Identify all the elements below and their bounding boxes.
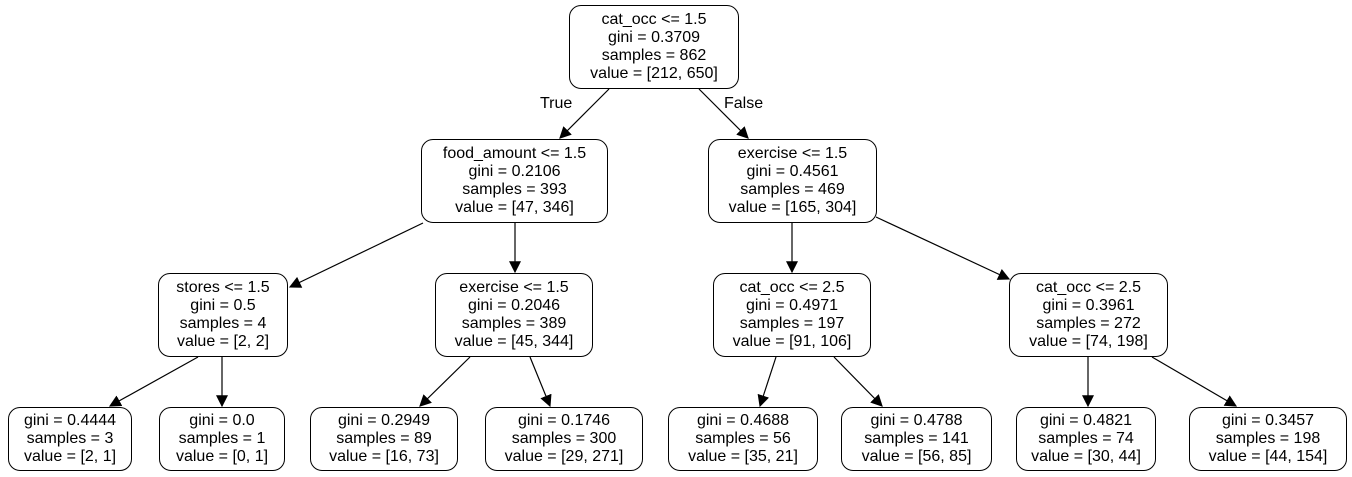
node-line: value = [16, 73]: [329, 448, 439, 465]
node-line: samples = 89: [336, 430, 432, 447]
node-line: gini = 0.1746: [517, 412, 611, 429]
node-line: gini = 0.4444: [23, 412, 117, 429]
tree-edge-arrow: [559, 88, 610, 139]
node-line: value = [0, 1]: [175, 448, 269, 465]
tree-edge-arrow: [757, 356, 777, 408]
tree-edge-arrow: [875, 216, 1011, 280]
tree-edge-arrow: [529, 356, 552, 408]
node-line: value = [47, 346]: [455, 199, 574, 216]
node-line: samples = 3: [26, 430, 114, 447]
node-line: samples = 272: [1036, 315, 1141, 332]
tree-edge-arrow: [288, 222, 424, 288]
node-line: value = [29, 271]: [504, 448, 624, 465]
node-line: value = [74, 198]: [1029, 333, 1148, 350]
node-line: cat_occ <= 2.5: [1036, 279, 1141, 296]
node-line: gini = 0.4821: [1039, 412, 1133, 429]
node-line: samples = 197: [739, 315, 845, 332]
node-line: value = [56, 85]: [861, 448, 972, 465]
node-line: gini = 0.4688: [696, 412, 790, 429]
tree-edge-arrow: [833, 356, 883, 407]
node-line: gini = 0.2949: [337, 412, 431, 429]
node-line: cat_occ <= 1.5: [601, 11, 707, 28]
node-line: gini = 0.2046: [467, 297, 561, 314]
node-line: samples = 74: [1038, 430, 1134, 447]
node-line: samples = 198: [1215, 430, 1321, 447]
tree-edge-arrow: [419, 356, 471, 407]
node-line: samples = 393: [462, 181, 567, 198]
tree-edge-arrow: [1151, 356, 1238, 407]
node-line: gini = 0.4788: [870, 412, 963, 429]
node-line: value = [165, 304]: [728, 199, 857, 216]
node-line: samples = 389: [461, 315, 567, 332]
tree-edge-arrow: [108, 356, 199, 407]
node-line: gini = 0.4561: [746, 163, 839, 180]
node-line: samples = 56: [695, 430, 791, 447]
node-line: value = [2, 1]: [23, 448, 117, 465]
node-line: gini = 0.3457: [1221, 412, 1315, 429]
node-line: gini = 0.5: [190, 297, 256, 314]
node-line: samples = 4: [179, 315, 267, 332]
node-line: exercise <= 1.5: [459, 279, 569, 296]
node-line: samples = 1: [178, 430, 266, 447]
node-line: samples = 862: [601, 47, 707, 64]
node-line: value = [35, 21]: [688, 448, 798, 465]
node-line: food_amount <= 1.5: [442, 145, 587, 162]
node-line: gini = 0.3709: [607, 29, 701, 46]
node-line: value = [212, 650]: [590, 65, 718, 82]
node-line: gini = 0.2106: [468, 163, 561, 180]
node-line: samples = 141: [864, 430, 969, 447]
edge-label-false: False: [724, 95, 764, 112]
node-line: samples = 469: [740, 181, 845, 198]
node-line: value = [45, 344]: [454, 333, 574, 350]
node-line: value = [2, 2]: [176, 333, 270, 350]
node-line: value = [44, 154]: [1208, 448, 1328, 465]
node-line: gini = 0.4971: [745, 297, 839, 314]
node-line: gini = 0.3961: [1042, 297, 1135, 314]
node-line: gini = 0.0: [189, 412, 255, 429]
tree-edge-arrow: [698, 88, 749, 139]
node-line: value = [30, 44]: [1031, 448, 1141, 465]
node-line: value = [91, 106]: [732, 333, 852, 350]
node-line: exercise <= 1.5: [737, 145, 848, 162]
edge-label-true: True: [540, 95, 573, 112]
node-line: samples = 300: [511, 430, 617, 447]
node-line: stores <= 1.5: [176, 279, 270, 296]
node-line: cat_occ <= 2.5: [739, 279, 845, 296]
